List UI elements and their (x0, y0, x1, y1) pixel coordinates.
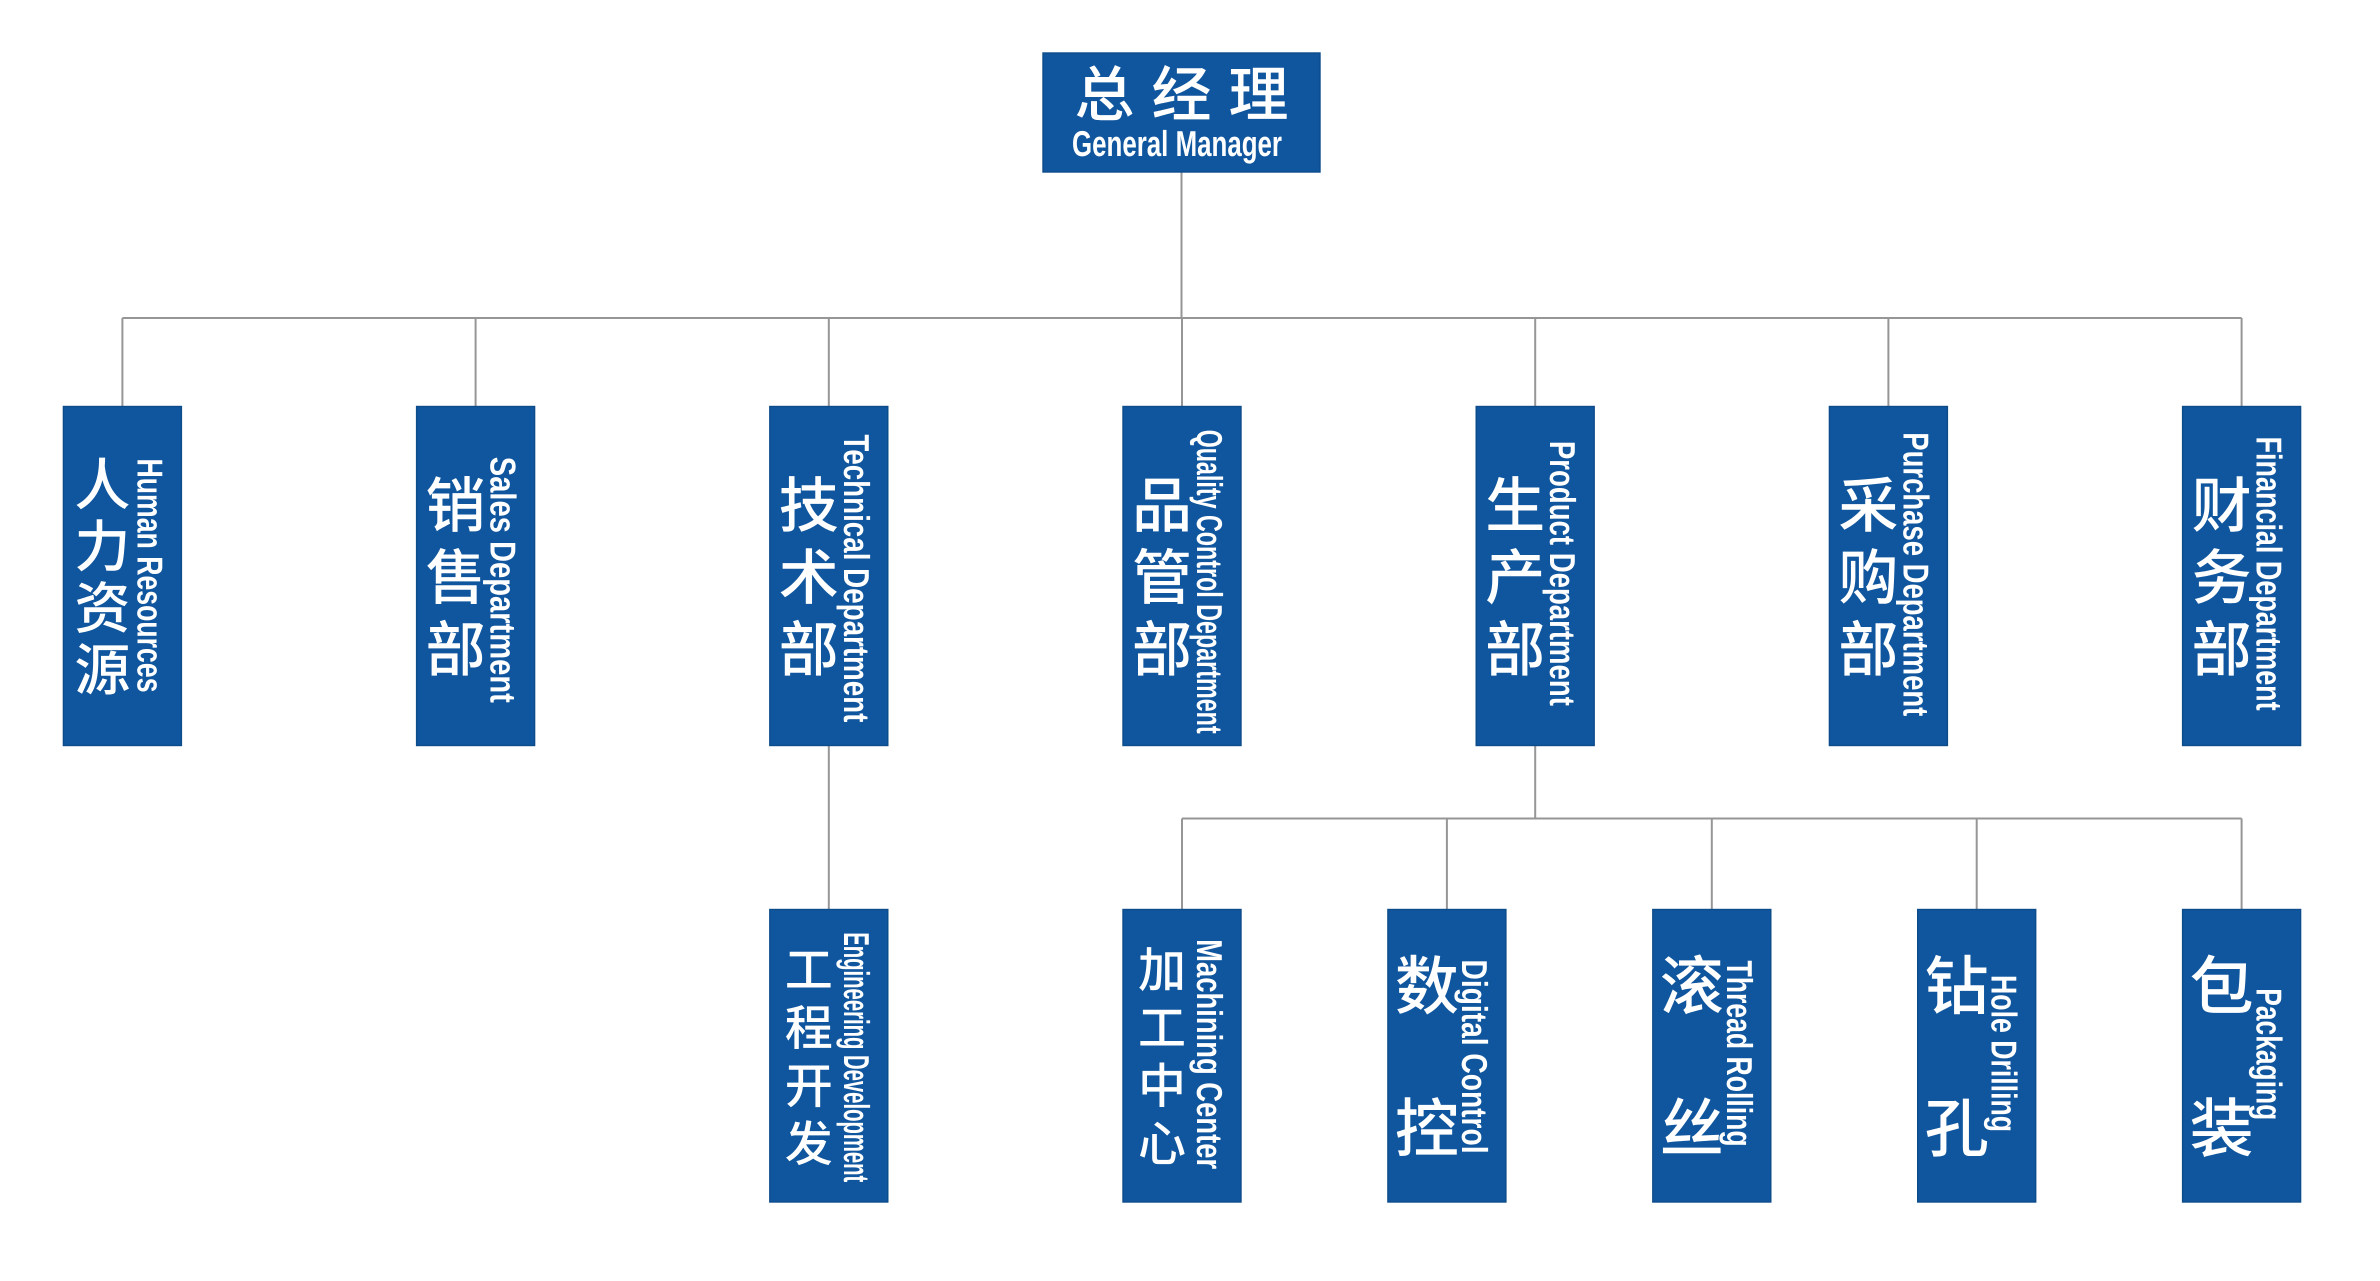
svg-text:Human Resources: Human Resources (129, 459, 170, 693)
svg-text:Thread Rolling: Thread Rolling (1719, 961, 1760, 1147)
svg-text:Financial Department: Financial Department (2249, 437, 2290, 711)
svg-text:Product Department: Product Department (1542, 441, 1583, 706)
svg-text:General Manager: General Manager (1072, 123, 1282, 164)
svg-text:Packaging: Packaging (2249, 988, 2290, 1120)
svg-text:Purchase Department: Purchase Department (1895, 432, 1936, 716)
svg-text:Hole Drilling: Hole Drilling (1984, 975, 2025, 1132)
svg-text:Engineering Development: Engineering Development (836, 932, 877, 1182)
svg-text:Digital Control: Digital Control (1454, 960, 1495, 1154)
svg-text:Quality Control Department: Quality Control Department (1189, 430, 1230, 734)
svg-text:Technical Department: Technical Department (836, 434, 877, 722)
svg-text:Machining Center: Machining Center (1189, 939, 1230, 1169)
svg-text:Sales Department: Sales Department (483, 457, 524, 703)
